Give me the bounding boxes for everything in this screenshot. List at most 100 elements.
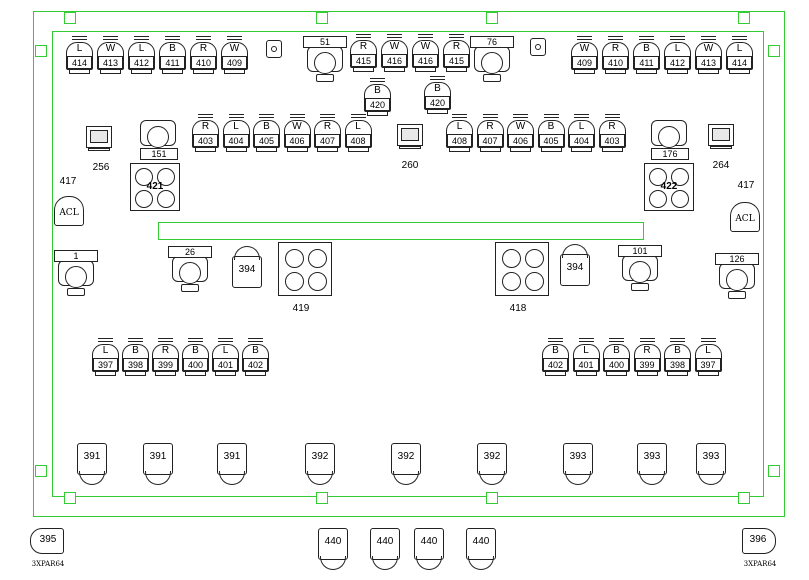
flood-fixture: 391 bbox=[217, 443, 247, 487]
flood-fixture: 393 bbox=[696, 443, 726, 487]
flood-fixture: 440 bbox=[466, 528, 496, 572]
par-fixture: R 399 bbox=[152, 338, 179, 378]
fixture-label: 414 bbox=[67, 56, 92, 69]
fixture-label: 406 bbox=[284, 134, 310, 147]
par64-fixture: 395 bbox=[30, 526, 64, 556]
fixture-label: 404 bbox=[569, 134, 594, 147]
fixture-label: 413 bbox=[696, 56, 721, 69]
color-label: L bbox=[355, 121, 361, 132]
fixture-label-box: 176 bbox=[651, 148, 689, 160]
flood-fixture: 391 bbox=[143, 443, 173, 487]
color-label: L bbox=[102, 345, 109, 356]
color-label: R bbox=[359, 41, 368, 52]
color-label: W bbox=[515, 121, 526, 132]
fixture-type-label: 3XPAR64 bbox=[31, 560, 65, 568]
color-label: B bbox=[547, 121, 555, 132]
par-fixture: L 397 bbox=[92, 338, 119, 378]
color-label: W bbox=[703, 43, 714, 54]
fixture-label: 391 bbox=[149, 451, 167, 462]
fixture-label: 402 bbox=[243, 358, 268, 371]
fixture-label: 440 bbox=[472, 536, 490, 547]
fixture-label: 408 bbox=[447, 134, 472, 147]
fixture-label: 51 bbox=[303, 36, 347, 48]
color-label: R bbox=[486, 121, 494, 132]
moving-head bbox=[140, 114, 176, 158]
truss-corner bbox=[738, 12, 750, 24]
fixture-label: 399 bbox=[634, 358, 660, 371]
color-label: L bbox=[138, 43, 145, 54]
fixture-label: 400 bbox=[604, 358, 629, 371]
fixture-label: 440 bbox=[420, 536, 438, 547]
fixture-label: 394 bbox=[566, 262, 584, 273]
flood-fixture: 440 bbox=[318, 528, 348, 572]
fixture-label: 416 bbox=[413, 54, 438, 67]
flood-fixture: 392 bbox=[477, 443, 507, 487]
inner-truss bbox=[52, 31, 764, 497]
truss-corner bbox=[738, 492, 750, 504]
fixture-label: 411 bbox=[634, 56, 659, 69]
color-label: L bbox=[705, 345, 711, 356]
fixture-label: 126 bbox=[715, 253, 759, 265]
fixture-label: 417 bbox=[737, 180, 755, 191]
fixture-label: 399 bbox=[153, 358, 178, 371]
truss-corner bbox=[35, 45, 47, 57]
moving-head: 51 bbox=[303, 36, 347, 84]
fixture-label: 440 bbox=[324, 536, 342, 547]
fixture-label: 406 bbox=[508, 134, 533, 147]
par-fixture: W 409 bbox=[221, 36, 248, 76]
fixture-label: 409 bbox=[222, 56, 247, 69]
fixture-label: 392 bbox=[311, 451, 329, 462]
fixture-label: 409 bbox=[572, 56, 597, 69]
fixture-label: 410 bbox=[603, 56, 628, 69]
fixture-label: 400 bbox=[183, 358, 208, 371]
par-fixture: W 409 bbox=[571, 36, 598, 76]
fixture-label: 414 bbox=[727, 56, 752, 69]
fixture-label: 411 bbox=[160, 56, 185, 69]
fixture-label: 412 bbox=[665, 56, 690, 69]
fixture-label: 419 bbox=[292, 303, 310, 314]
fixture-label: 413 bbox=[98, 56, 123, 69]
color-label: R bbox=[161, 345, 170, 356]
fixture-label: 402 bbox=[543, 358, 568, 371]
fixture-label: 101 bbox=[618, 245, 662, 257]
truss-corner bbox=[768, 45, 780, 57]
par-fixture: W 416 bbox=[412, 34, 439, 74]
fixture-label: 440 bbox=[376, 536, 394, 547]
color-label: W bbox=[420, 41, 431, 52]
fixture-label: 76 bbox=[470, 36, 514, 48]
fixture-label: 397 bbox=[93, 358, 118, 371]
mid-truss-bar bbox=[158, 222, 644, 240]
par-fixture: L 397 bbox=[694, 338, 722, 378]
fixture-label: 396 bbox=[749, 534, 767, 545]
flood-fixture: 393 bbox=[563, 443, 593, 487]
color-label: W bbox=[579, 43, 590, 54]
clamp-icon bbox=[530, 38, 546, 56]
flood-fixture: 392 bbox=[391, 443, 421, 487]
fixture-label: 398 bbox=[123, 358, 148, 371]
color-label: W bbox=[229, 43, 240, 54]
flood-fixture: 393 bbox=[637, 443, 667, 487]
color-label: R bbox=[199, 43, 208, 54]
fixture-label: 407 bbox=[315, 134, 340, 147]
fixture-label: 392 bbox=[397, 451, 415, 462]
fixture-label: 404 bbox=[223, 134, 249, 147]
flood-fixture: 392 bbox=[305, 443, 335, 487]
color-label: B bbox=[613, 345, 620, 356]
truss-corner bbox=[486, 12, 498, 24]
blinder-4cell bbox=[278, 242, 332, 296]
color-label: W bbox=[292, 121, 302, 132]
fixture-label: 397 bbox=[695, 358, 721, 371]
